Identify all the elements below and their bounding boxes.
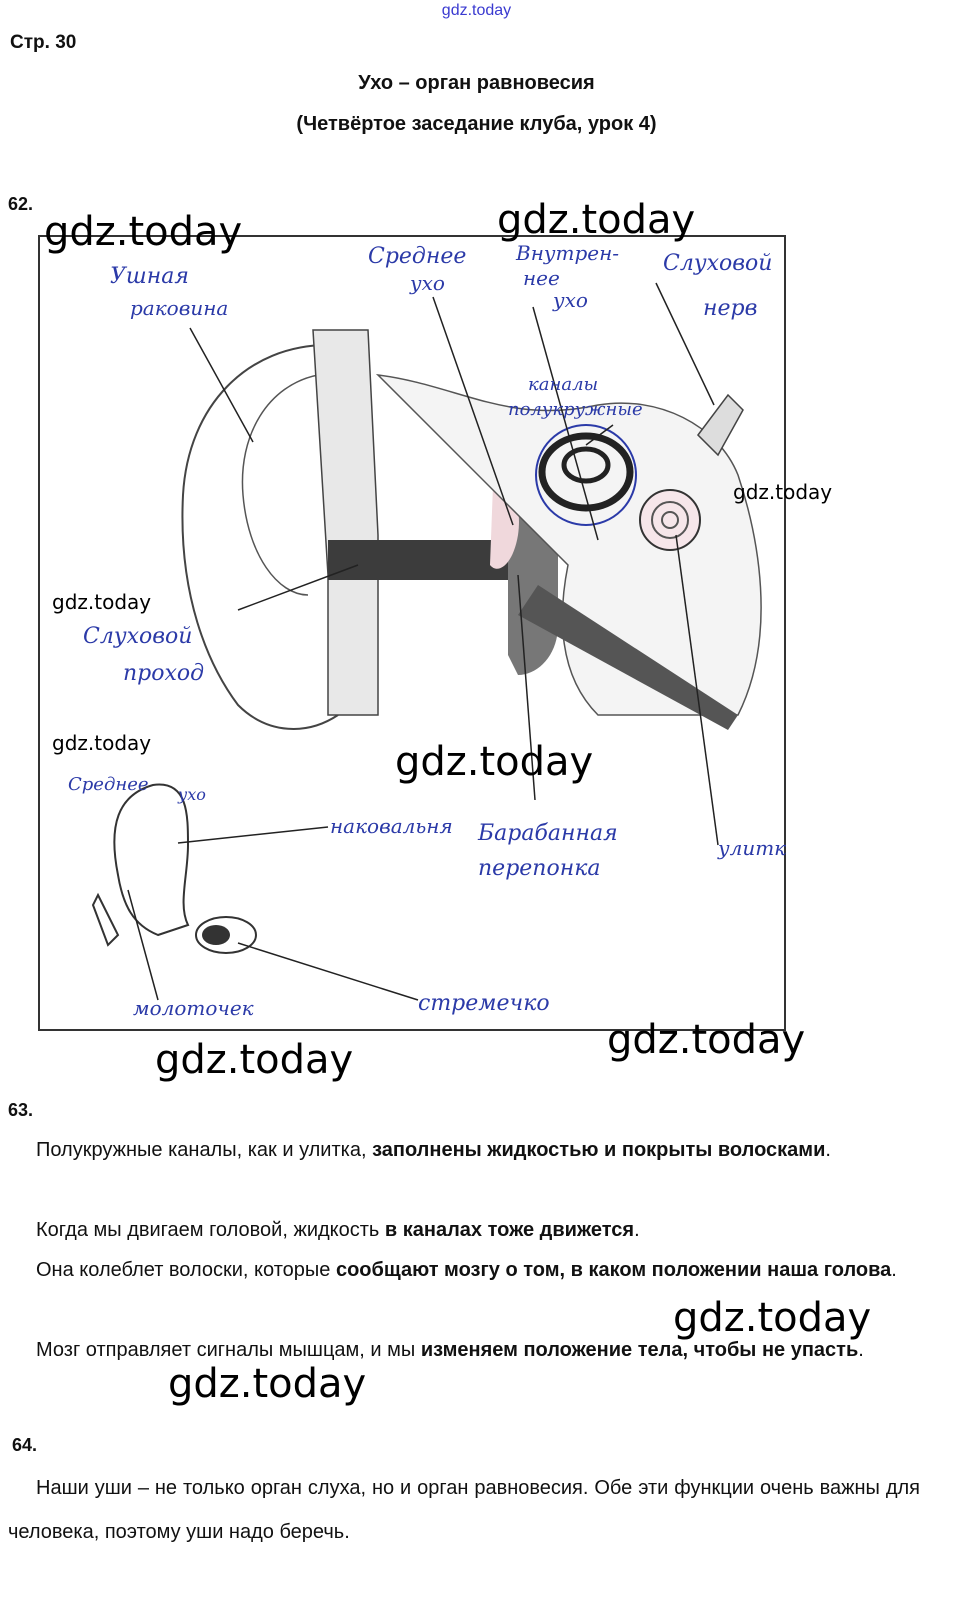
page-title: Ухо – орган равновесия [358,72,595,94]
label-ossicles-2: ухо [177,785,206,804]
watermark-4: gdz.today [52,590,152,614]
task-63-paragraph-3: Она колеблет волоски, которые сообщают м… [36,1259,897,1281]
ear-canal-shape [328,540,518,580]
semicircular-canal-2 [561,446,611,484]
watermark-10: gdz.today [168,1361,367,1407]
label-canal-1: Слуховой [83,624,192,649]
ear-diagram: Ушная раковина Среднее ухо Внутрен- нее … [68,241,786,1020]
diagram-frame [38,235,786,1031]
skull-bone [312,329,379,716]
label-stapes: стремечко [418,991,550,1016]
label-outer-ear-2: раковина [130,296,228,320]
label-incus: наковальня [330,814,453,838]
task-64-number: 64. [12,1435,38,1455]
watermark-6: gdz.today [395,739,594,785]
task-62-number: 62. [8,194,34,214]
label-middle-ear-2: ухо [409,271,445,295]
watermark-3: gdz.today [733,480,833,504]
label-canals-2: полукружные [508,399,643,420]
label-canals-1: каналы [528,374,598,395]
watermark-1: gdz.today [44,209,243,255]
label-eardrum-2: перепонка [478,856,600,881]
watermark-7: gdz.today [607,1017,806,1063]
task-63-paragraph-4: Мозг отправляет сигналы мышцам, и мы изм… [36,1339,864,1361]
label-inner-ear-1: Внутрен- [515,241,619,265]
pinna-inner [241,374,319,596]
task-63-paragraph-1: Полукружные каналы, как и улитка, заполн… [36,1139,831,1161]
label-inner-ear-2: нее [523,266,560,290]
label-canal-2: проход [123,661,204,686]
cochlea-shape [639,489,701,551]
page-subtitle: (Четвёртое заседание клуба, урок 4) [296,113,657,135]
malleus-shape [91,892,120,947]
label-inner-ear-3: ухо [552,288,588,312]
temporal-bone [375,373,762,716]
page-number: Стр. 30 [10,32,77,53]
label-malleus: молоточек [133,996,254,1020]
incus-shape [113,783,190,937]
watermark-9: gdz.today [673,1295,872,1341]
eustachian-tube [518,585,738,730]
task-64-paragraph: Наши уши – не только орган слуха, но и о… [8,1477,920,1543]
label-nerve-1: Слуховой [663,251,772,276]
watermark-top: gdz.today [441,2,512,19]
watermark-5: gdz.today [52,731,152,755]
watermark-8: gdz.today [155,1037,354,1083]
label-eardrum-1: Барабанная [477,821,618,846]
watermark-2: gdz.today [497,197,696,243]
pinna-outline [181,344,339,730]
leader-lines [127,282,719,1001]
label-nerve-2: нерв [703,296,757,321]
label-middle-ear-1: Среднее [368,244,466,269]
semicircular-canal-1 [538,432,634,512]
label-cochlea: улитка [717,836,786,860]
task-63-paragraph-2: Когда мы двигаем головой, жидкость в кан… [36,1219,640,1241]
label-ossicles-1: Среднее [68,774,149,795]
task-63-number: 63. [8,1100,34,1120]
nerve-shape [697,393,744,457]
canals-circle-mark [535,424,637,526]
label-outer-ear-1: Ушная [110,264,189,289]
